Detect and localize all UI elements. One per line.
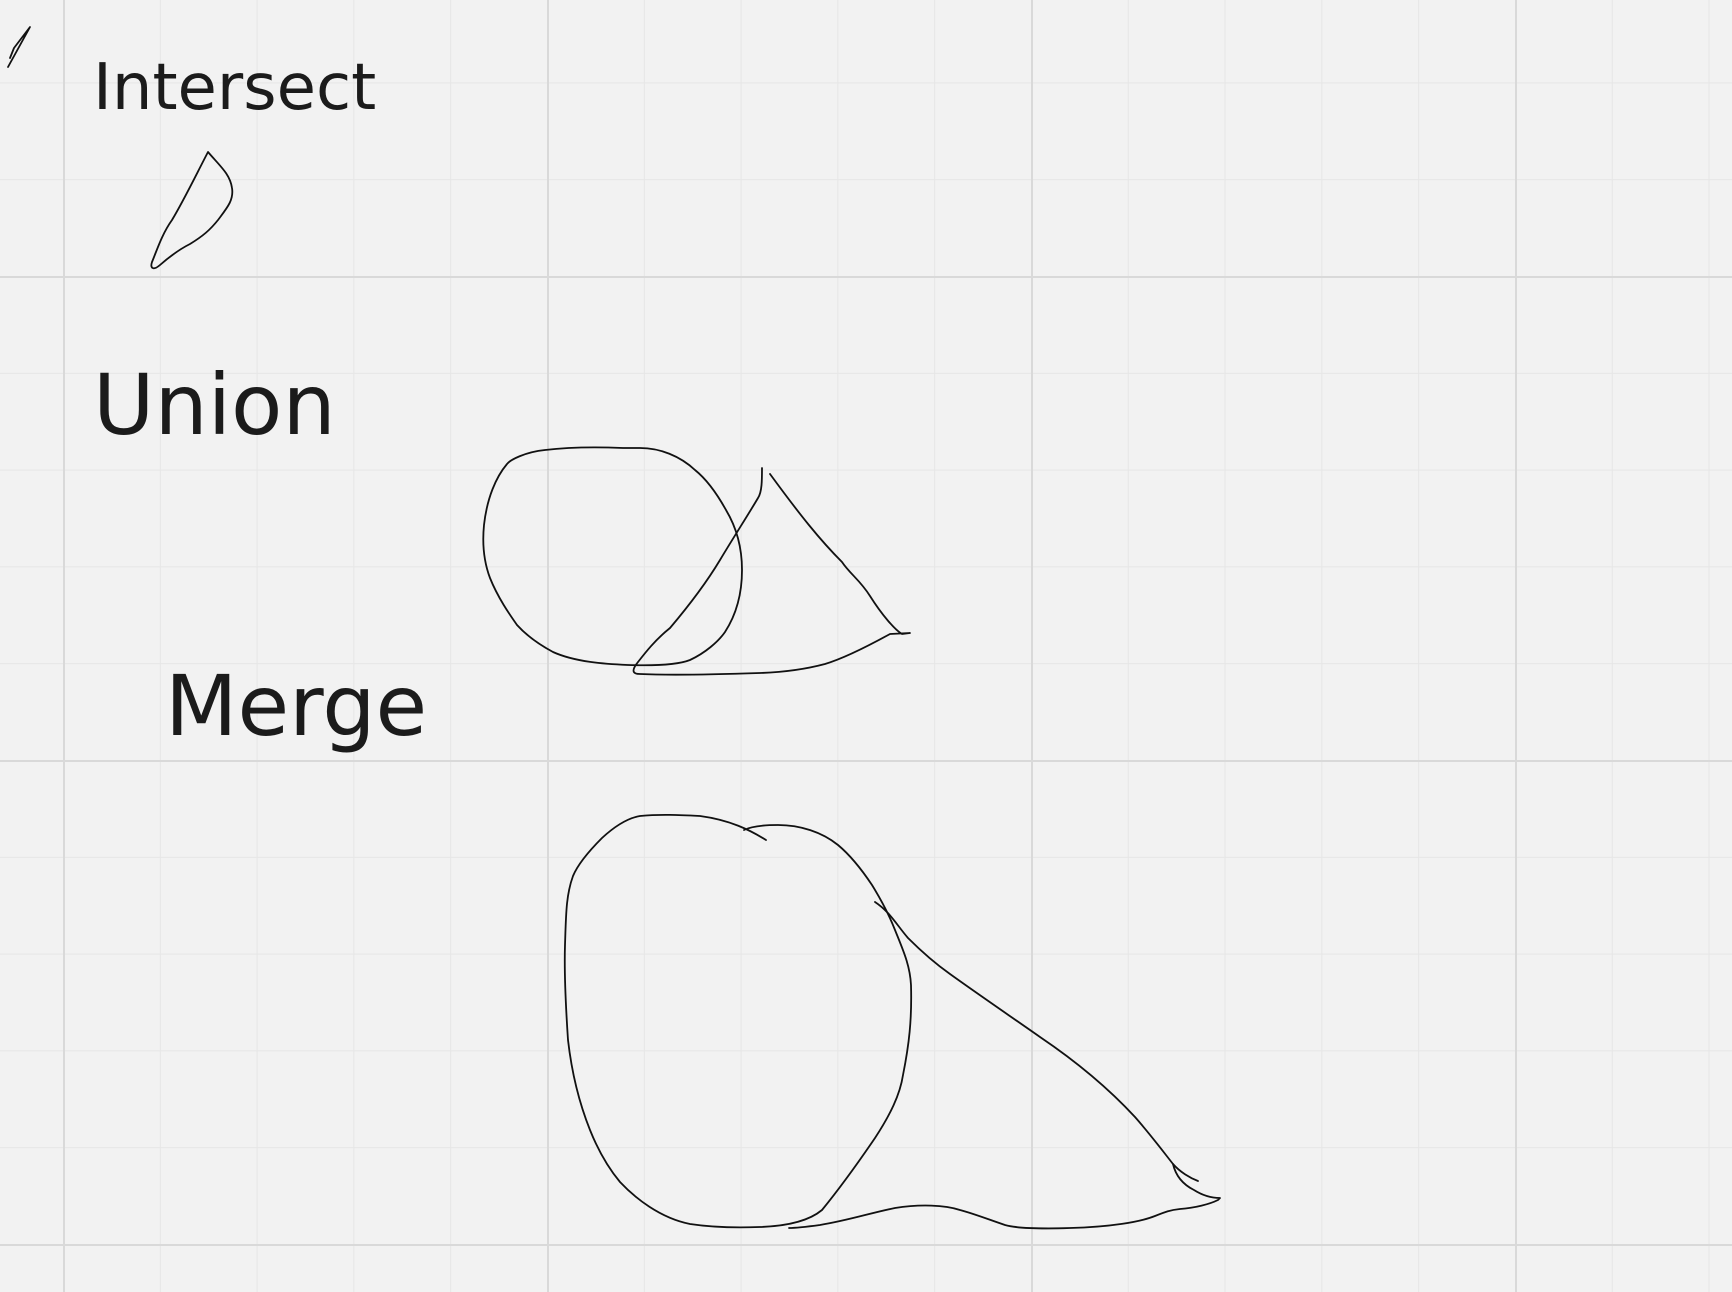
union-circle-stroke[interactable] [482,446,743,667]
merge-circle-stroke[interactable] [563,813,913,1229]
union-triangle-stroke[interactable] [632,467,911,676]
intersect-shape-stroke[interactable] [150,151,234,270]
merge-text-label[interactable]: Merge [165,657,428,755]
merge-tail-stroke[interactable] [788,901,1221,1230]
intersect-text-label[interactable]: Intersect [93,51,377,125]
pen-cursor-icon [7,26,31,68]
union-text-label[interactable]: Union [93,356,336,454]
merge-tail-end-stroke [1172,1163,1199,1182]
